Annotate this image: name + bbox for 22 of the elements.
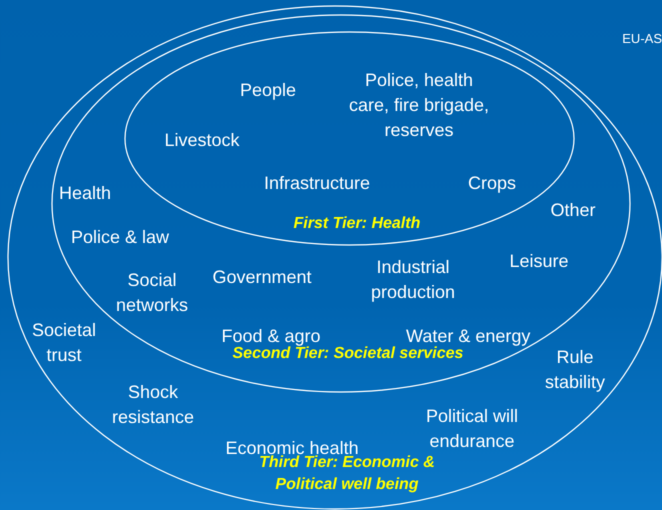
category-label: Livestock <box>164 129 240 152</box>
category-label: Social networks <box>114 269 190 317</box>
category-label: Leisure <box>510 250 569 273</box>
category-label: Shock resistance <box>110 381 196 429</box>
category-label: Health <box>59 182 112 205</box>
category-label: Infrastructure <box>264 172 370 195</box>
category-label: Other <box>550 199 596 222</box>
tier-heading: First Tier: Health <box>294 214 420 234</box>
category-label: Government <box>212 266 312 289</box>
category-label: Political will endurance <box>424 405 520 453</box>
category-label: Rule stability <box>544 346 606 394</box>
tier-heading: Second Tier: Societal services <box>232 345 464 364</box>
category-label: People <box>240 79 296 102</box>
tier-ellipse <box>8 6 662 509</box>
category-label: Police, health care, fire brigade, reserves <box>348 69 490 142</box>
category-label: Societal trust <box>30 319 98 367</box>
category-label: Water & energy <box>406 325 530 346</box>
category-label: Crops <box>468 172 516 195</box>
category-label: Food & agro <box>222 325 321 346</box>
category-label: Police & law <box>71 226 170 249</box>
corner-label: EU-AS <box>622 31 662 46</box>
category-label: Industrial production <box>370 256 456 304</box>
